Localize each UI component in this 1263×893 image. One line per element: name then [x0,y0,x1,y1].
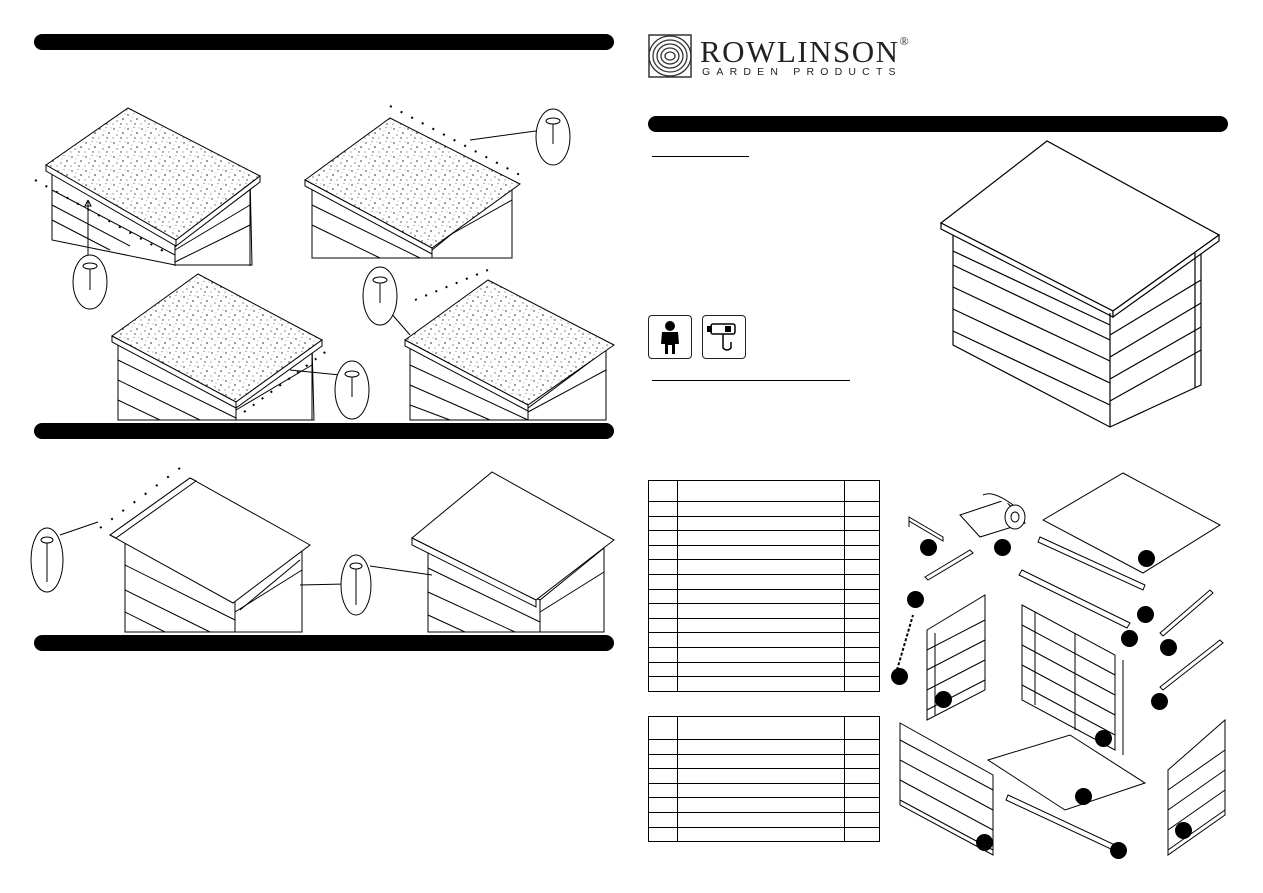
brand-name-text: ROWLINSON [700,34,900,69]
tool-badge [702,315,746,359]
heading-underline-2 [652,380,850,381]
two-person-badge [648,315,692,359]
person-icon [661,321,679,354]
shed-overview-illustration [939,140,1221,428]
drill-icon [707,323,736,351]
part-marker-1 [920,539,937,556]
part-marker-7 [1160,639,1177,656]
section-header-bar-1 [34,34,614,50]
parts-table-1 [648,480,880,692]
parts-table-2 [648,716,880,843]
shed-step-4 [389,269,615,421]
roof-felt-illustrations [30,105,615,633]
part-marker-9 [1151,693,1168,710]
part-marker-4 [907,591,924,608]
part-marker-11 [1095,730,1112,747]
shed-step-1 [34,107,261,266]
part-marker-10 [935,691,952,708]
registered-mark: ® [899,34,911,48]
section-header-bar-2 [34,423,614,439]
part-marker-3 [1138,550,1155,567]
part-marker-5 [1137,606,1154,623]
shed-step-3 [111,273,341,421]
part-marker-6 [1121,630,1138,647]
part-marker-12 [1075,788,1092,805]
title-bar [648,116,1228,132]
part-marker-2 [994,539,1011,556]
shed-step-2 [304,105,544,259]
heading-underline-1 [652,156,749,157]
brand-name: ROWLINSON® [700,34,910,70]
exploded-parts-diagram [896,472,1226,856]
part-marker-8 [891,668,908,685]
shed-trim-step-1 [59,467,346,633]
shed-trim-step-2 [369,471,615,633]
section-header-bar-3 [34,635,614,651]
part-marker-14 [976,834,993,851]
brand-tagline: GARDEN PRODUCTS [702,66,902,78]
brand-logo-mark [648,34,692,78]
part-marker-13 [1175,822,1192,839]
part-marker-15 [1110,842,1127,859]
